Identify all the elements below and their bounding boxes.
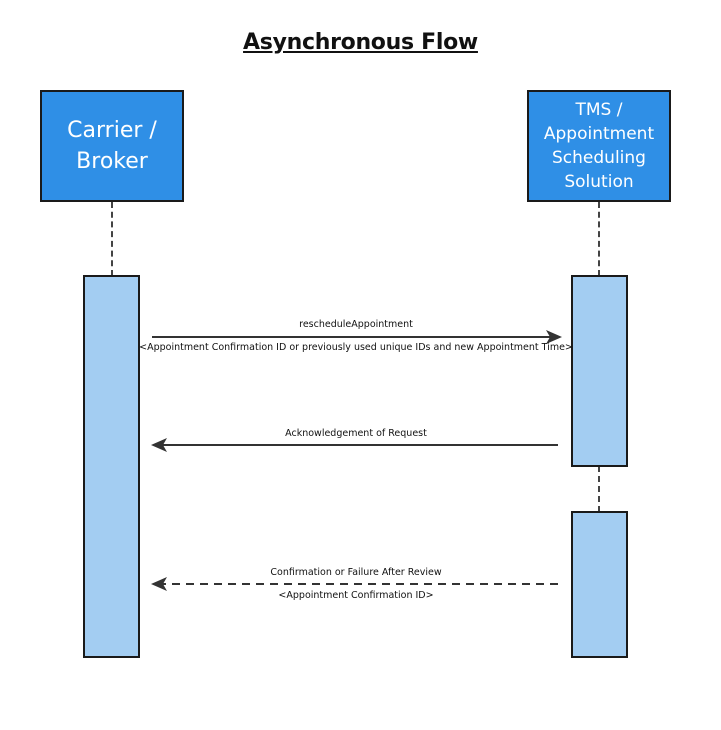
arrowhead-left-dashed (151, 577, 167, 591)
participant-tms-scheduling-solution: TMS / Appointment Scheduling Solution (527, 90, 671, 202)
message-label-acknowledgement: Acknowledgement of Request (285, 428, 427, 439)
diagram-title: Asynchronous Flow (243, 30, 478, 55)
activation-bar-left (83, 275, 140, 658)
arrowhead-right (546, 330, 562, 344)
arrowhead-left (151, 438, 167, 452)
lifeline-right-top (598, 202, 600, 276)
lifeline-right-middle (598, 466, 600, 512)
message-sublabel-reschedule: <Appointment Confirmation ID or previous… (139, 342, 573, 353)
lifeline-left-top (111, 202, 113, 276)
message-sublabel-confirmation: <Appointment Confirmation ID> (278, 590, 434, 601)
message-label-confirmation: Confirmation or Failure After Review (270, 567, 442, 578)
participant-carrier-broker: Carrier / Broker (40, 90, 184, 202)
activation-bar-right-1 (571, 275, 628, 467)
activation-bar-right-2 (571, 511, 628, 658)
message-label-reschedule: rescheduleAppointment (299, 319, 413, 330)
